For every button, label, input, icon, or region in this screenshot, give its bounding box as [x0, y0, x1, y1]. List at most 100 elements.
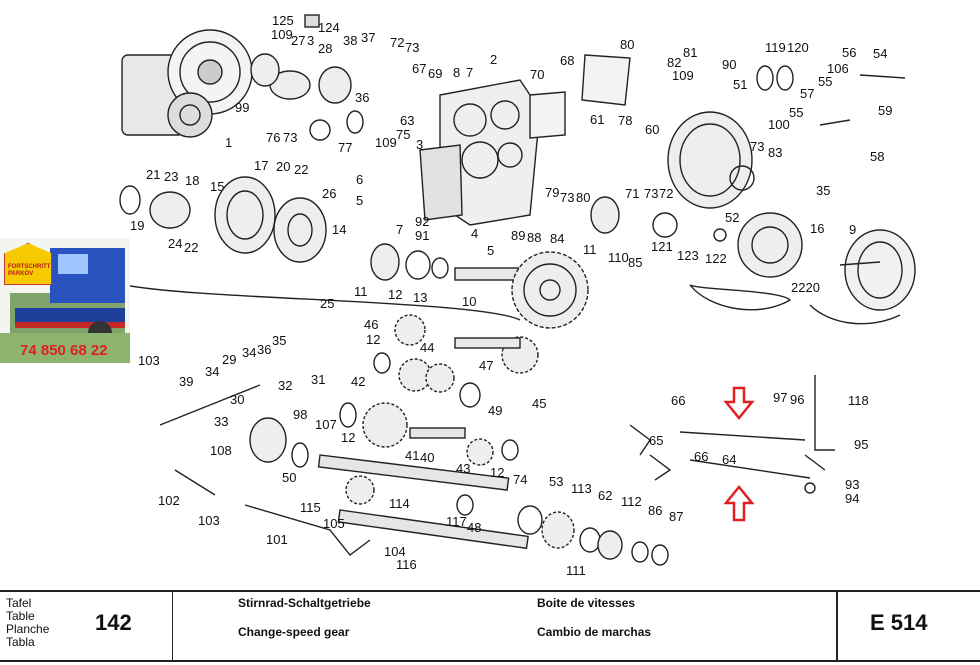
part-callout: 48 [467, 520, 482, 535]
part-callout: 110 [608, 250, 629, 265]
part-callout: 52 [725, 210, 740, 225]
part-callout: 19 [130, 218, 145, 233]
exploded-parts-drawing [119, 14, 916, 566]
title-english: Change-speed gear [238, 625, 350, 639]
part-callout: 14 [332, 222, 347, 237]
combine-harvester-image [0, 248, 130, 363]
part-callout: 62 [598, 488, 613, 503]
part-callout: 123 [677, 248, 699, 263]
part-callout: 72 [390, 35, 405, 50]
part-callout: 15 [210, 179, 225, 194]
part-callout: 86 [648, 503, 663, 518]
part-callout: 61 [590, 112, 605, 127]
part-callout: 23 [164, 169, 179, 184]
part-callout: 64 [722, 452, 737, 467]
part-callout: 53 [549, 474, 564, 489]
large-gear [511, 251, 589, 329]
part-callout: 16 [810, 221, 825, 236]
part-callout: 74 [513, 472, 528, 487]
part-callout: 124 [318, 20, 340, 35]
part-callout: 12 [490, 465, 505, 480]
gearbox-housing [419, 79, 541, 226]
part-callout: 98 [293, 407, 308, 422]
part-callout: 115 [300, 500, 321, 515]
drive-pulley-assembly [121, 29, 253, 138]
part-callout: 34 [205, 364, 220, 379]
tafel-label-de: Tafel [6, 596, 32, 610]
part-callout: 82 [667, 55, 682, 70]
footer-divider [836, 590, 838, 662]
part-callout: 49 [488, 403, 503, 418]
part-callout: 37 [361, 30, 376, 45]
plate-number: 142 [95, 610, 132, 635]
part-callout: 120 [787, 40, 809, 55]
part-callout: 122 [705, 251, 727, 266]
part-callout: 50 [282, 470, 297, 485]
red-annotation-arrows [723, 386, 755, 522]
part-callout: 108 [210, 443, 232, 458]
part-callout: 76 [266, 130, 281, 145]
part-callout: 83 [768, 145, 783, 160]
part-callout: 113 [571, 481, 592, 496]
part-callout: 18 [185, 173, 200, 188]
advertisement-image: FORTSCHRITT PARKOV [0, 238, 130, 363]
part-callout: 35 [272, 333, 287, 348]
part-callout: 93 [845, 477, 860, 492]
part-callout: 70 [530, 67, 545, 82]
footer-bottom-rule [0, 660, 980, 662]
part-callout: 95 [854, 437, 869, 452]
title-spanish: Cambio de marchas [537, 625, 652, 639]
part-callout: 20 [276, 159, 291, 174]
part-callout: 22 [184, 240, 199, 255]
part-callout: 6 [356, 172, 364, 187]
part-callout: 106 [827, 61, 849, 76]
part-callout: 118 [848, 393, 869, 408]
part-callout: 94 [845, 491, 860, 506]
part-callout: 103 [198, 513, 220, 528]
part-callout: 99 [235, 100, 250, 115]
part-callout: 12 [341, 430, 356, 445]
part-callout: 10 [462, 294, 477, 309]
part-callout: 104 [384, 544, 406, 559]
part-callout: 7 [396, 222, 404, 237]
part-callout: 72 [659, 186, 674, 201]
part-callout: 32 [278, 378, 293, 393]
part-callout: 11 [583, 242, 597, 257]
part-callout: 55 [789, 105, 804, 120]
part-callout: 39 [179, 374, 194, 389]
part-callout: 73 [405, 40, 420, 55]
part-callout: 21 [146, 167, 161, 182]
part-callout: 89 [511, 228, 526, 243]
part-callout: 109 [672, 68, 694, 83]
part-callout: 66 [694, 449, 709, 464]
footer-top-rule [0, 590, 980, 592]
part-callout: 35 [816, 183, 831, 198]
part-callout: 84 [550, 231, 565, 246]
part-callout: 2220 [791, 280, 820, 295]
part-callout: 125 [272, 13, 294, 28]
part-callout: 24 [168, 236, 183, 251]
part-callout: 79 [545, 185, 560, 200]
part-callout: 26 [322, 186, 337, 201]
part-callout: 30 [230, 392, 245, 407]
part-callout: 71 [625, 186, 640, 201]
part-callout: 44 [420, 340, 435, 355]
part-callout: 81 [683, 45, 698, 60]
part-callout: 1 [225, 135, 233, 150]
part-callout: 102 [158, 493, 180, 508]
part-callout: 77 [338, 140, 353, 155]
part-callout: 7 [466, 65, 474, 80]
title-block: Tafel Table Planche Tabla 142 Stirnrad-S… [0, 590, 980, 665]
part-callout: 91 [415, 228, 430, 243]
part-callout: 25 [320, 296, 335, 311]
title-french: Boite de vitesses [537, 596, 636, 610]
part-callout: 96 [790, 392, 805, 407]
part-callout: 85 [628, 255, 643, 270]
part-callout: 117 [446, 514, 467, 529]
part-callout: 97 [773, 390, 788, 405]
part-callout: 41 [405, 448, 420, 463]
part-callout: 31 [311, 372, 326, 387]
part-callout: 87 [669, 509, 684, 524]
part-callout: 27 [291, 33, 306, 48]
part-callout: 2 [490, 52, 498, 67]
